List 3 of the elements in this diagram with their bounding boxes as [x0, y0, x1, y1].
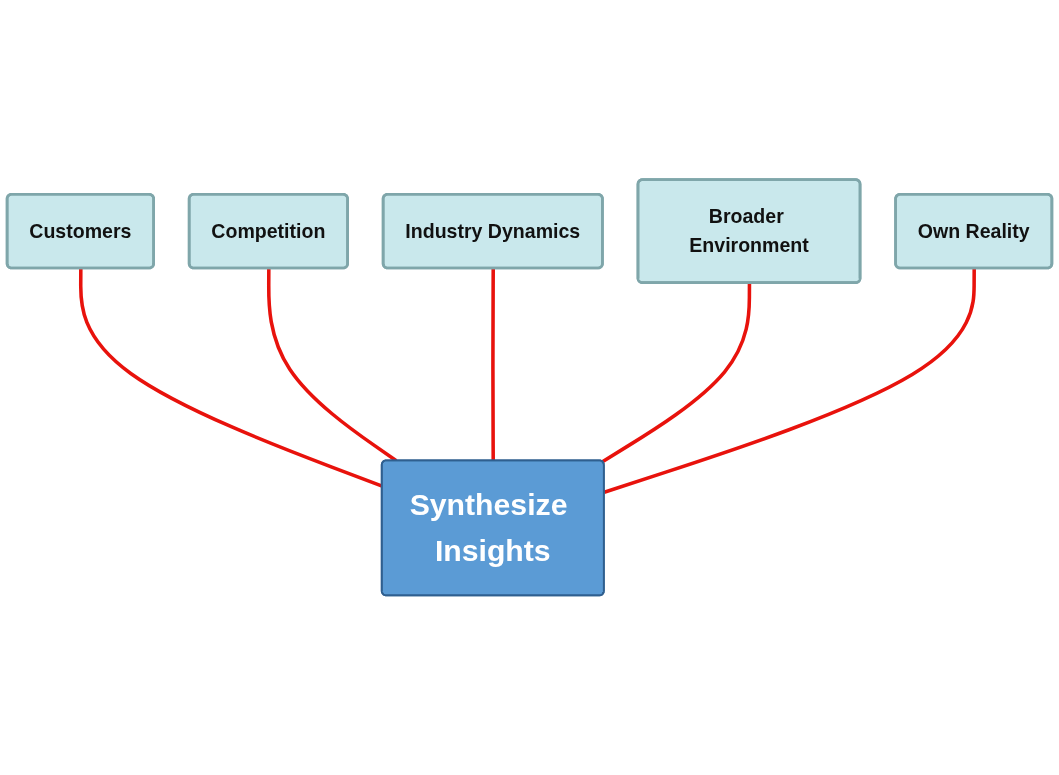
connector — [603, 268, 976, 494]
connector — [491, 268, 495, 461]
connector — [601, 283, 752, 464]
